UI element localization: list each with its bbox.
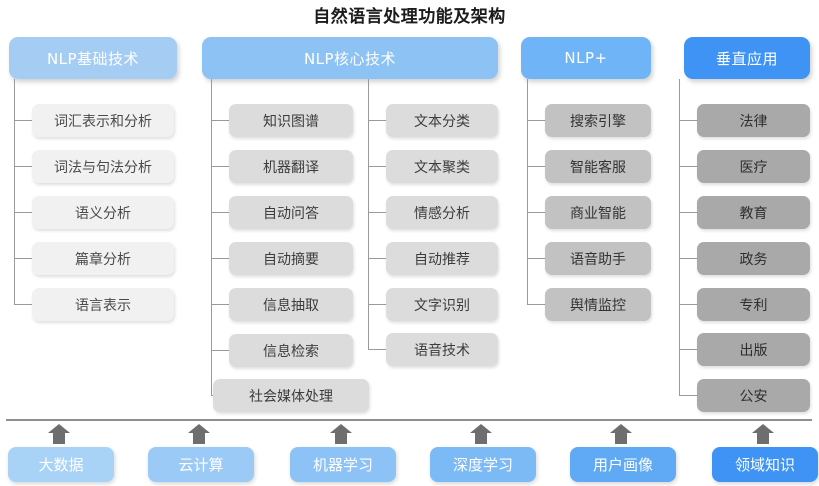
node-item[interactable]: 语音助手	[545, 242, 651, 275]
connector-branch	[527, 304, 545, 305]
connector-branch	[679, 258, 697, 259]
node-item[interactable]: 语言表示	[32, 288, 174, 321]
node-item[interactable]: 教育	[697, 196, 810, 229]
header-nlp-core[interactable]: NLP核心技术	[202, 37, 498, 79]
node-item[interactable]: 语音技术	[386, 333, 498, 366]
connector-branch	[14, 304, 32, 305]
connector-branch	[211, 212, 229, 213]
node-item[interactable]: 词法与句法分析	[32, 150, 174, 183]
foundation-item-user-profile[interactable]: 用户画像	[570, 447, 676, 482]
connector-branch	[211, 304, 229, 305]
connector-branch	[368, 258, 386, 259]
connector-branch	[679, 120, 697, 121]
foundation-divider	[6, 419, 812, 421]
node-item[interactable]: 信息检索	[229, 334, 353, 367]
node-item[interactable]: 文字识别	[386, 288, 498, 321]
node-item[interactable]: 搜索引擎	[545, 104, 651, 137]
connector-branch	[211, 258, 229, 259]
node-item[interactable]: 自动问答	[229, 196, 353, 229]
foundation-item-ml[interactable]: 机器学习	[290, 447, 396, 482]
node-item[interactable]: 公安	[697, 379, 810, 412]
node-item[interactable]: 知识图谱	[229, 104, 353, 137]
node-item[interactable]: 出版	[697, 333, 810, 366]
connector-branch	[14, 258, 32, 259]
foundation-item-dl[interactable]: 深度学习	[430, 447, 536, 482]
connector-branch	[368, 304, 386, 305]
connector-branch	[679, 349, 697, 350]
connector-branch	[527, 120, 545, 121]
connector-trunk-col4	[679, 79, 680, 395]
connector-branch	[679, 395, 697, 396]
node-item[interactable]: 医疗	[697, 150, 810, 183]
connector-trunk-col2-left	[211, 79, 212, 395]
connector-trunk-col2-right	[368, 79, 369, 349]
arrow-up-icon	[188, 424, 210, 444]
connector-branch	[527, 258, 545, 259]
connector-branch	[679, 166, 697, 167]
connector-branch	[14, 166, 32, 167]
connector-trunk-col3	[527, 79, 528, 305]
arrow-up-icon	[470, 424, 492, 444]
header-nlp-plus[interactable]: NLP+	[521, 37, 651, 79]
header-nlp-basic[interactable]: NLP基础技术	[9, 37, 177, 79]
connector-branch	[527, 166, 545, 167]
node-item[interactable]: 词汇表示和分析	[32, 104, 174, 137]
connector-branch	[14, 212, 32, 213]
foundation-item-domain-knowledge[interactable]: 领域知识	[712, 447, 818, 482]
node-item[interactable]: 情感分析	[386, 196, 498, 229]
connector-branch	[211, 350, 229, 351]
connector-branch	[368, 120, 386, 121]
node-item[interactable]: 信息抽取	[229, 288, 353, 321]
connector-branch	[14, 120, 32, 121]
connector-branch	[211, 120, 229, 121]
node-item[interactable]: 社会媒体处理	[213, 379, 369, 412]
connector-branch	[679, 212, 697, 213]
connector-branch	[368, 166, 386, 167]
header-vertical-app[interactable]: 垂直应用	[684, 37, 810, 79]
node-item[interactable]: 法律	[697, 104, 810, 137]
connector-branch	[527, 212, 545, 213]
node-item[interactable]: 专利	[697, 288, 810, 321]
node-item[interactable]: 语义分析	[32, 196, 174, 229]
connector-branch	[368, 349, 386, 350]
node-item[interactable]: 舆情监控	[545, 288, 651, 321]
foundation-item-cloud[interactable]: 云计算	[148, 447, 254, 482]
page-title: 自然语言处理功能及架构	[313, 7, 506, 27]
node-item[interactable]: 自动摘要	[229, 242, 353, 275]
arrow-up-icon	[48, 424, 70, 444]
foundation-item-big-data[interactable]: 大数据	[8, 447, 114, 482]
connector-branch	[211, 166, 229, 167]
node-item[interactable]: 政务	[697, 242, 810, 275]
connector-trunk-col1	[14, 79, 15, 305]
node-item[interactable]: 文本聚类	[386, 150, 498, 183]
arrow-up-icon	[752, 424, 774, 444]
node-item[interactable]: 机器翻译	[229, 150, 353, 183]
connector-branch	[679, 304, 697, 305]
node-item[interactable]: 文本分类	[386, 104, 498, 137]
node-item[interactable]: 篇章分析	[32, 242, 174, 275]
arrow-up-icon	[330, 424, 352, 444]
connector-branch	[368, 212, 386, 213]
arrow-up-icon	[610, 424, 632, 444]
node-item[interactable]: 自动推荐	[386, 242, 498, 275]
node-item[interactable]: 智能客服	[545, 150, 651, 183]
node-item[interactable]: 商业智能	[545, 196, 651, 229]
